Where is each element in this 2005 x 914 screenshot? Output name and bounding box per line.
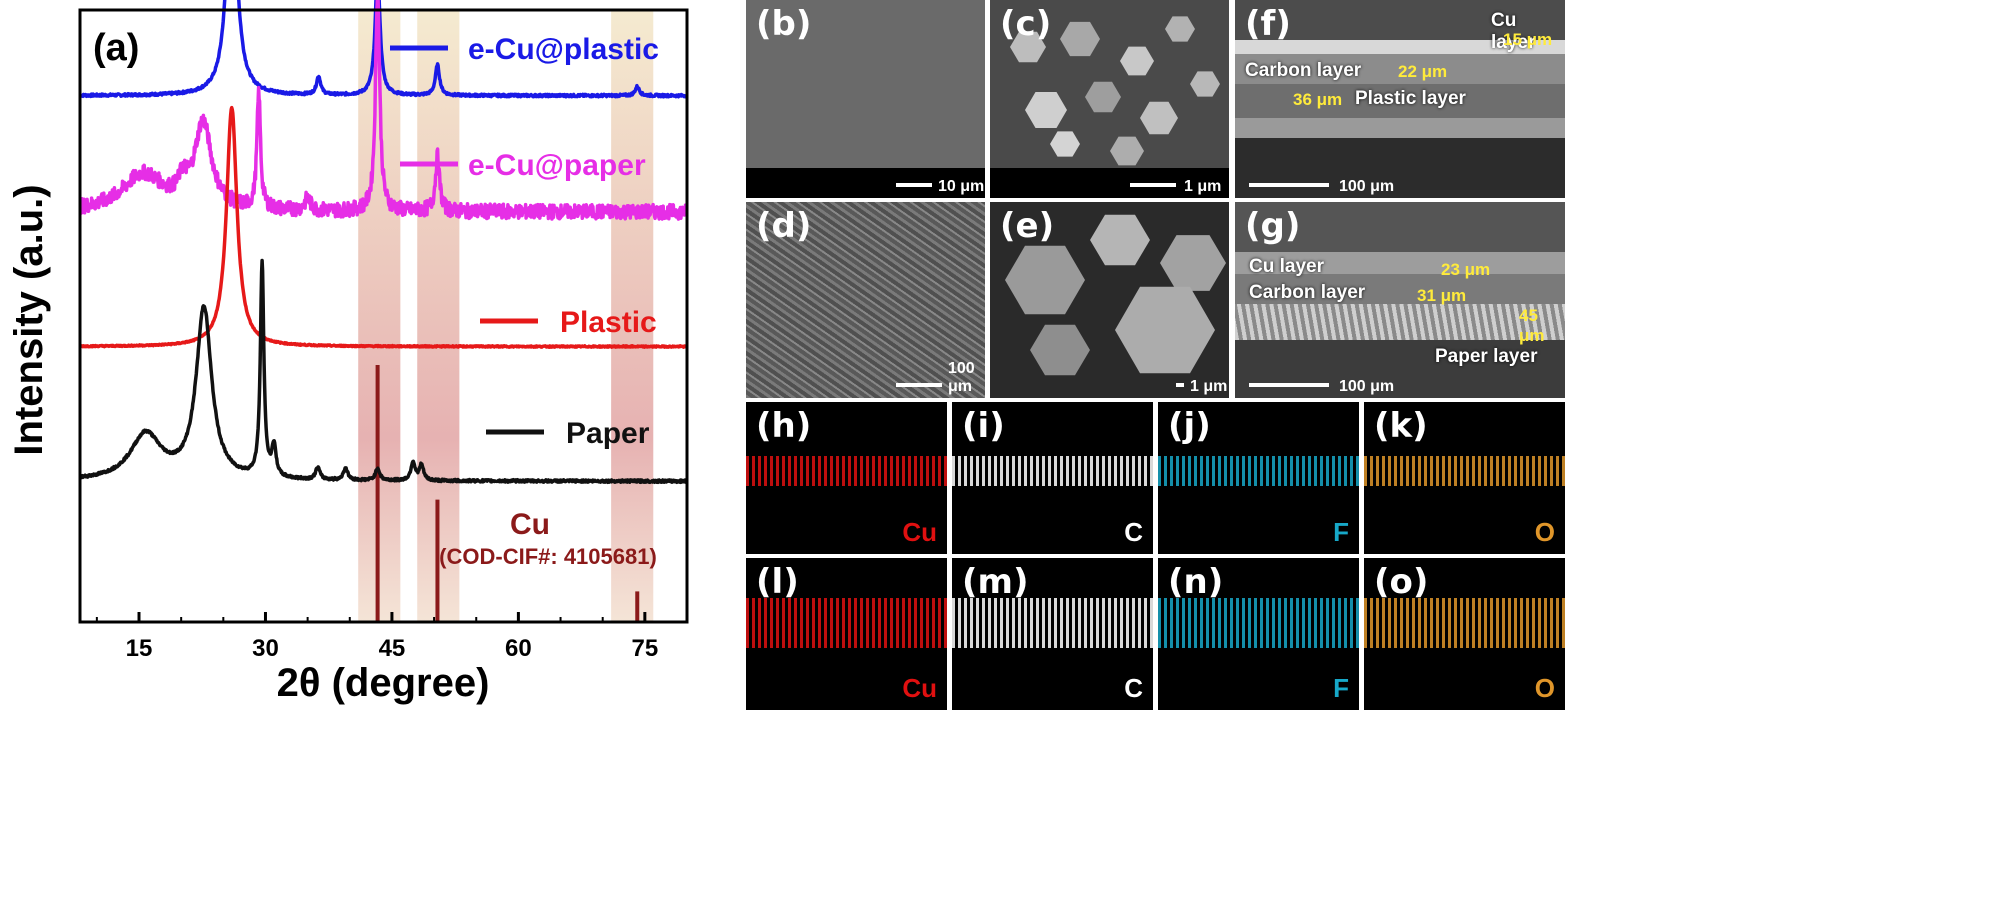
thickness-1-g: 23 μm [1441, 260, 1491, 279]
eds-map-i: (i) C [952, 402, 1153, 554]
xrd-chart: 15 30 45 60 75 (a) e-Cu@plastic e-Cu@paperPla… [7, 0, 689, 705]
thickness-2-g: 31 μm [1417, 286, 1467, 305]
carbon-layer-label-g: Carbon layer [1249, 282, 1366, 303]
thickness-3-f: 36 μm [1293, 90, 1343, 109]
reference-sticks [375, 364, 640, 622]
panel-label-l: (l) [756, 562, 799, 602]
eds-signal-band [952, 598, 1153, 648]
scale-bar-c: 1 μm [990, 168, 1229, 198]
plastic-layer-label-f: Plastic layer [1355, 88, 1466, 109]
series-line-paper [78, 258, 688, 485]
element-label: C [1124, 673, 1143, 703]
scale-text-f: 100 μm [1339, 178, 1395, 195]
series-line-plastic [78, 105, 688, 349]
cu-layer-label-f: Cu layer [1491, 10, 1536, 53]
y-axis-label: Intensity (a.u.) [7, 184, 51, 455]
panel-label-d: (d) [756, 206, 812, 246]
element-label: O [1534, 517, 1555, 547]
carbon-layer-label-f: Carbon layer [1245, 60, 1362, 81]
panel-label-o: (o) [1374, 562, 1429, 602]
panel-label-i: (i) [962, 406, 1005, 446]
eds-signal-band [1158, 598, 1359, 648]
reference-name: Cu [510, 508, 550, 541]
sem-image-e: (e) 1 μm [990, 202, 1229, 398]
scale-bar-f: 100 μm [1235, 168, 1565, 198]
scale-bar-e: 1 μm [990, 368, 1229, 398]
legend-label-0: e-Cu@plastic [468, 33, 659, 66]
series-line-e-cu-paper [78, 0, 689, 221]
sem-image-b: (b) 10 μm [746, 0, 985, 198]
element-label: F [1333, 517, 1349, 547]
x-tick-label-30: 30 [252, 635, 279, 662]
panel-label-h: (h) [756, 406, 812, 446]
panel-label-c: (c) [1000, 4, 1052, 44]
panel-label-k: (k) [1374, 406, 1428, 446]
scale-text-b: 10 μm [938, 178, 985, 195]
panel-label-n: (n) [1168, 562, 1224, 602]
scale-bar-b: 10 μm [746, 168, 985, 198]
eds-map-l: (l) Cu [746, 558, 947, 710]
panel-label-e: (e) [1000, 206, 1055, 246]
panel-label-m: (m) [962, 562, 1029, 602]
eds-map-k: (k) O [1364, 402, 1565, 554]
eds-signal-band [1158, 456, 1359, 486]
eds-map-o: (o) O [1364, 558, 1565, 710]
thickness-2-f: 22 μm [1398, 62, 1448, 81]
sem-image-g: (g) Cu layer 23 μm Carbon layer 31 μm 45… [1235, 202, 1565, 398]
panel-label-a: (a) [93, 27, 139, 69]
panel-label-j: (j) [1168, 406, 1211, 446]
scale-text-e: 1 μm [1190, 378, 1228, 395]
thickness-1-f: 15 μm [1503, 30, 1553, 49]
series-line-e-cu-plastic [78, 0, 689, 99]
thickness-3-g: 45 μm [1519, 306, 1545, 345]
panel-label-b: (b) [756, 4, 812, 44]
scale-bar-d: 100 μm [746, 360, 985, 398]
highlight-band-2 [611, 10, 654, 622]
eds-map-j: (j) F [1158, 402, 1359, 554]
legend-label-2: Plastic [560, 306, 657, 339]
scale-text-c: 1 μm [1184, 178, 1222, 195]
x-ticks: 15 30 45 60 75 [95, 612, 658, 662]
element-label: O [1534, 673, 1555, 703]
panel-label-f: (f) [1245, 4, 1291, 44]
eds-signal-band [1364, 456, 1565, 486]
sem-image-f: (f) Cu layer 15 μm Carbon layer 22 μm 36… [1235, 0, 1565, 198]
series-lines [78, 0, 689, 485]
reference-label: (COD-CIF#: 4105681) [439, 544, 657, 569]
cu-layer-label-g: Cu layer [1249, 256, 1324, 277]
eds-signal-band [1364, 598, 1565, 648]
x-tick-label-60: 60 [505, 635, 532, 662]
scale-bar-g: 100 μm [1235, 368, 1565, 398]
element-label: Cu [902, 673, 937, 703]
x-tick-label-75: 75 [631, 635, 658, 662]
scale-text-d: 100 μm [948, 360, 975, 395]
element-label: F [1333, 673, 1349, 703]
eds-signal-band [952, 456, 1153, 486]
x-axis-label: 2θ (degree) [277, 661, 490, 705]
legend-label-3: Paper [566, 417, 650, 450]
eds-map-h: (h) Cu [746, 402, 947, 554]
x-tick-label-15: 15 [126, 635, 153, 662]
legend-label-1: e-Cu@paper [468, 149, 646, 182]
panel-label-g: (g) [1245, 206, 1301, 246]
eds-map-m: (m) C [952, 558, 1153, 710]
x-tick-label-45: 45 [379, 635, 406, 662]
sem-image-c: (c) 1 μm [990, 0, 1229, 198]
element-label: C [1124, 517, 1143, 547]
scale-text-g: 100 μm [1339, 378, 1395, 395]
plot-frame [78, 8, 689, 624]
paper-layer-label-g: Paper layer [1435, 346, 1538, 367]
element-label: Cu [902, 517, 937, 547]
eds-signal-band [746, 598, 947, 648]
sem-image-d: (d) 100 μm [746, 202, 985, 398]
eds-signal-band [746, 456, 947, 486]
eds-map-n: (n) F [1158, 558, 1359, 710]
